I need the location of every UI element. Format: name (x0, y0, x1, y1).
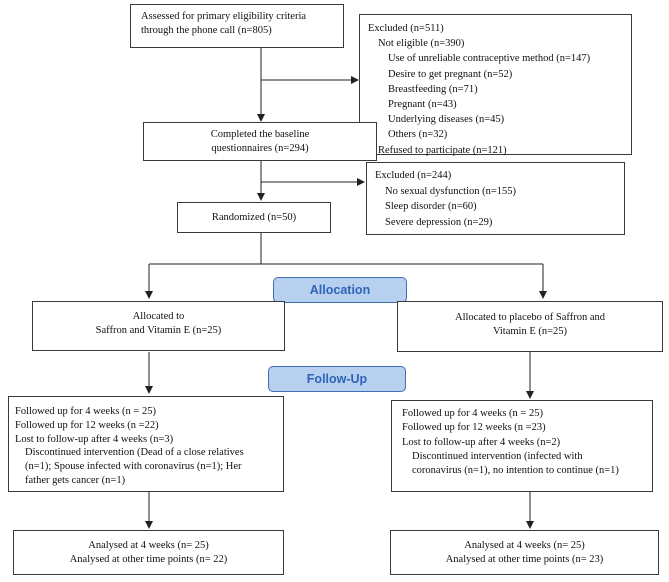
analysed-line: Analysed at 4 weeks (n= 25) (88, 540, 209, 551)
allocation-line: Saffron and Vitamin E (n=25) (95, 325, 222, 336)
assessed-line: Assessed for primary eligibility criteri… (141, 11, 307, 22)
analysed-box-right: Analysed at 4 weeks (n= 25) Analysed at … (390, 530, 659, 575)
randomized-box: Randomized (n=50) (177, 202, 331, 233)
analysed-line: Analysed at other time points (n= 23) (445, 554, 604, 565)
allocation-line: Allocated to (132, 311, 185, 322)
excluded-title: Excluded (n=244) (375, 170, 452, 181)
followup-box-left: Followed up for 4 weeks (n = 25) Followe… (8, 396, 284, 492)
followup-box-right: Followed up for 4 weeks (n = 25) Followe… (391, 400, 653, 492)
excluded-box-1: Excluded (n=511) Not eligible (n=390) Us… (359, 14, 632, 156)
exclusion-reason: Use of unreliable contraceptive method (… (388, 53, 591, 65)
followup-stage-label: Follow-Up (268, 366, 406, 392)
baseline-box: Completed the baseline questionnaires (n… (143, 122, 377, 161)
followup-line: Lost to follow-up after 4 weeks (n=3) (15, 433, 174, 445)
analysed-line: Analysed at 4 weeks (n= 25) (464, 540, 585, 551)
discontinued-line: coronavirus (n=1), no intention to conti… (412, 465, 619, 477)
assessed-line: through the phone call (n=805) (141, 25, 272, 36)
followup-line: Followed up for 4 weeks (n = 25) (15, 406, 156, 417)
analysed-box-left: Analysed at 4 weeks (n= 25) Analysed at … (13, 530, 284, 575)
exclusion-reason: Underlying diseases (n=45) (388, 114, 505, 126)
allocation-box-right: Allocated to placebo of Saffron and Vita… (397, 301, 663, 352)
allocation-line: Vitamin E (n=25) (492, 326, 568, 337)
discontinued-line: father gets cancer (n=1) (25, 474, 126, 486)
exclusion-reason: Others (n=32) (388, 129, 448, 141)
analysed-line: Analysed at other time points (n= 22) (69, 554, 228, 565)
excluded-title: Excluded (n=511) (368, 23, 444, 34)
exclusion-reason: Breastfeeding (n=71) (388, 83, 478, 95)
allocation-stage-label: Allocation (273, 277, 407, 303)
excluded-box-2: Excluded (n=244) No sexual dysfunction (… (366, 162, 625, 235)
exclusion-reason: Pregnant (n=43) (388, 99, 457, 111)
allocation-box-left: Allocated to Saffron and Vitamin E (n=25… (32, 301, 285, 351)
baseline-line: Completed the baseline (210, 129, 310, 140)
exclusion-reason: No sexual dysfunction (n=155) (385, 185, 517, 197)
discontinued-line: Discontinued intervention (infected with (412, 450, 583, 462)
exclusion-reason: Sleep disorder (n=60) (385, 201, 477, 212)
refused-label: Refused to participate (n=121) (378, 144, 507, 156)
randomized-label: Randomized (n=50) (211, 212, 297, 223)
followup-line: Followed up for 12 weeks (n =23) (402, 422, 546, 434)
not-eligible-label: Not eligible (n=390) (378, 38, 465, 50)
followup-line: Lost to follow-up after 4 weeks (n=2) (402, 436, 561, 448)
allocation-line: Allocated to placebo of Saffron and (455, 312, 605, 323)
followup-line: Followed up for 4 weeks (n = 25) (402, 408, 543, 419)
discontinued-line: (n=1); Spouse infected with coronavirus … (25, 461, 242, 473)
assessed-box: Assessed for primary eligibility criteri… (130, 4, 344, 48)
baseline-line: questionnaires (n=294) (211, 143, 309, 154)
discontinued-line: Discontinued intervention (Dead of a clo… (25, 447, 244, 459)
exclusion-reason: Severe depression (n=29) (385, 216, 493, 228)
exclusion-reason: Desire to get pregnant (n=52) (388, 68, 513, 80)
followup-line: Followed up for 12 weeks (n =22) (15, 419, 159, 431)
